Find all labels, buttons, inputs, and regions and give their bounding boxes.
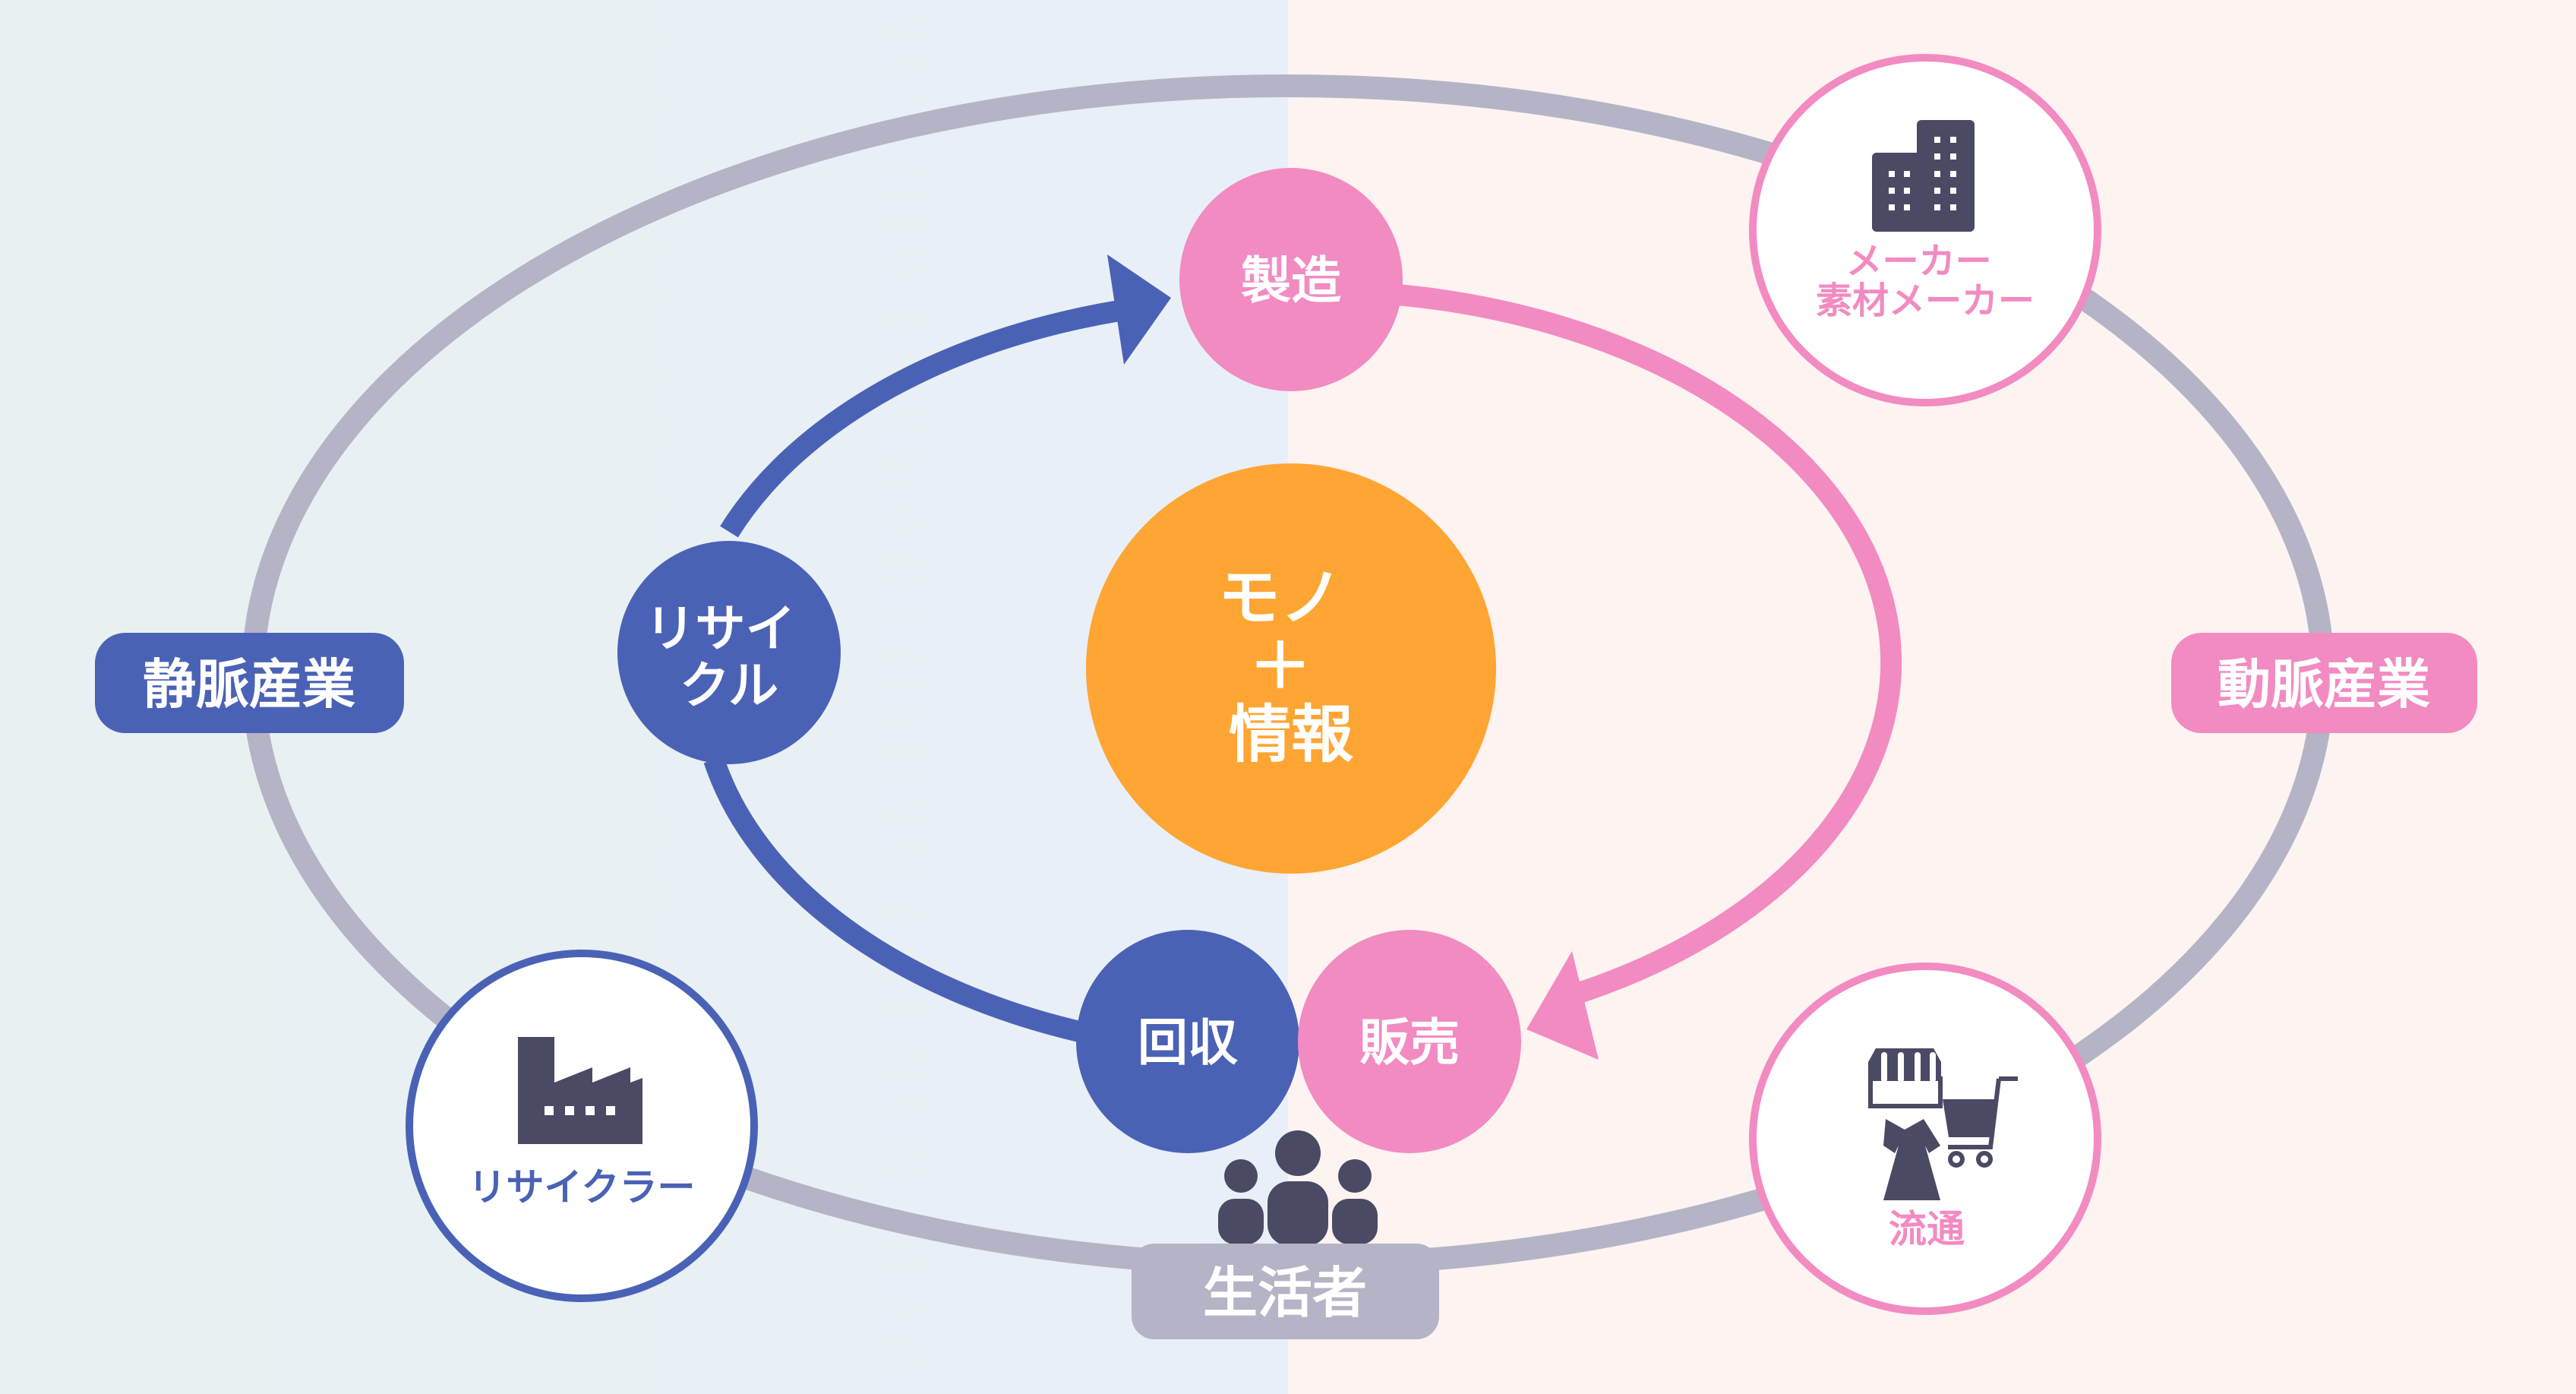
manufacturing-label: 製造 (1241, 251, 1341, 310)
sales-node (1298, 930, 1521, 1153)
center-line1: モノ (1218, 562, 1343, 634)
collection-node (1076, 930, 1299, 1153)
recycler-label: リサイクラー (469, 1165, 696, 1209)
maker-label-1: メーカー (1846, 240, 1992, 283)
venous-label: 静脈産業 (143, 653, 355, 716)
shop-cart-icon (1868, 1048, 2018, 1200)
recycle-node (617, 541, 841, 764)
svg-text:リサイ クル: リサイ クル (646, 599, 813, 715)
manufacturing-node (1179, 168, 1403, 391)
sales-arrow-pink (1396, 284, 1902, 1006)
maker-label-2: 素材メーカー (1816, 280, 2035, 322)
sales-label: 販売 (1359, 1013, 1460, 1072)
recycle-arrow-blue (703, 297, 1141, 1044)
center-line2: ＋ (1249, 631, 1312, 703)
recycle-label-2: クル (680, 656, 778, 715)
recycle-label-1: リサイ (646, 599, 796, 658)
venous-badge (95, 633, 404, 733)
center-line3: 情報 (1229, 699, 1353, 771)
arrow-head-blue (1107, 254, 1171, 365)
factory-icon (518, 1037, 642, 1144)
consumers-badge (1132, 1244, 1439, 1339)
arterial-badge (2171, 633, 2477, 733)
svg-text:モノ ＋ 情報: モノ ＋ 情報 (1218, 562, 1365, 771)
center-circle (1086, 463, 1496, 874)
building-icon (1872, 120, 1975, 232)
arterial-label: 動脈産業 (2218, 653, 2430, 716)
arrow-head-pink (1526, 951, 1599, 1060)
distribution-label: 流通 (1889, 1207, 1965, 1251)
collection-label: 回収 (1138, 1013, 1238, 1072)
people-icon (1218, 1130, 1378, 1246)
svg-text:メーカー 素材メーカー: メーカー 素材メーカー (1816, 240, 2035, 322)
consumers-label: 生活者 (1203, 1261, 1367, 1325)
